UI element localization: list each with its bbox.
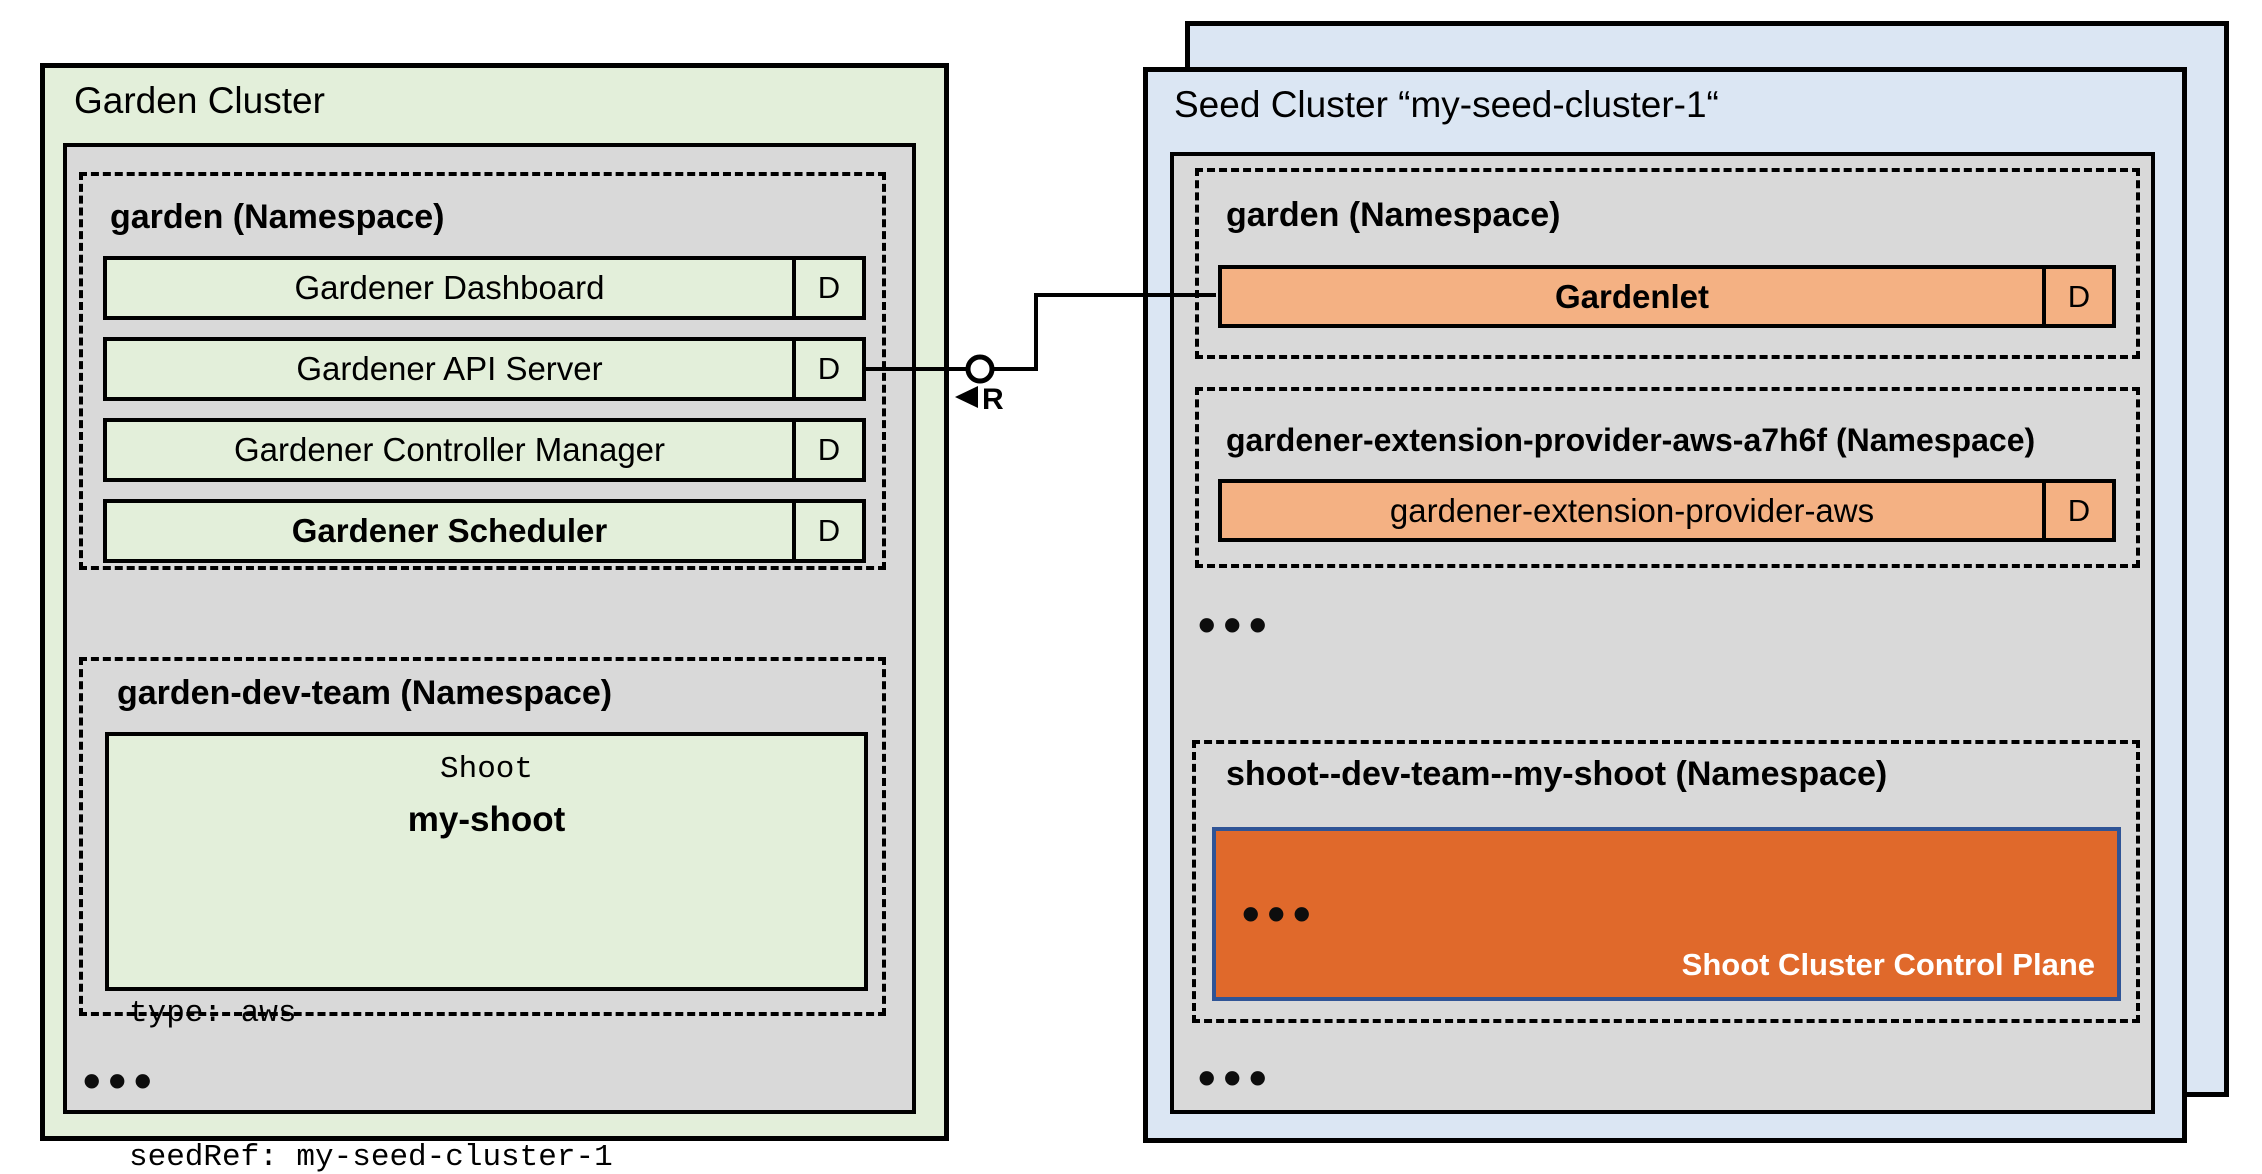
shoot-namespace-box xyxy=(1192,740,2140,1023)
shoot-spec-type-line: type: aws xyxy=(129,996,297,1031)
deployment-badge: D xyxy=(2042,265,2116,328)
shoot-resource-box: Shoot my-shoot type: aws seedRef: my-see… xyxy=(105,732,868,1174)
seed-cluster-more-indicator: ••• xyxy=(1198,1050,1275,1106)
seed-namespaces-more-indicator: ••• xyxy=(1198,597,1275,653)
component-label-box: gardener-extension-provider-aws xyxy=(1218,479,2046,542)
deployment-badge-label: D xyxy=(817,432,841,467)
watch-direction-arrow-icon xyxy=(955,386,978,408)
shoot-spec-seedref-line: seedRef: my-seed-cluster-1 xyxy=(129,1140,613,1174)
component-label-box: Gardener Scheduler xyxy=(103,499,796,563)
component-row-gardener-extension-provider-aws: gardener-extension-provider-aws D xyxy=(1218,479,2116,542)
shoot-namespace-title: shoot--dev-team--my-shoot (Namespace) xyxy=(1226,755,1888,793)
component-row-gardener-dashboard: Gardener Dashboard D xyxy=(103,256,866,320)
deployment-badge: D xyxy=(792,418,866,482)
seed-cluster-title: Seed Cluster “my-seed-cluster-1“ xyxy=(1174,84,1719,125)
shoot-resource-spec: type: aws seedRef: my-seed-cluster-1 xyxy=(129,894,613,1174)
watch-connector-circle xyxy=(965,354,995,384)
component-label-box: Gardener API Server xyxy=(103,337,796,401)
deployment-badge-label: D xyxy=(817,513,841,548)
component-label-box: Gardener Dashboard xyxy=(103,256,796,320)
component-row-gardenlet: Gardenlet D xyxy=(1218,265,2116,328)
garden-cluster-more-indicator: ••• xyxy=(83,1053,160,1109)
deployment-badge: D xyxy=(792,499,866,563)
seed-garden-namespace-title: garden (Namespace) xyxy=(1226,196,1561,234)
extension-provider-namespace-box xyxy=(1195,387,2140,568)
left-garden-namespace-box xyxy=(79,172,886,570)
control-plane-label: Shoot Cluster Control Plane xyxy=(1681,947,2095,982)
component-label: Gardenlet xyxy=(1554,277,1710,315)
garden-dev-team-namespace-title: garden-dev-team (Namespace) xyxy=(117,674,613,712)
deployment-badge-label: D xyxy=(2067,278,2091,314)
component-label: Gardener Dashboard xyxy=(294,269,605,306)
shoot-cluster-control-plane-box: ••• Shoot Cluster Control Plane xyxy=(1212,827,2121,1001)
component-row-gardener-api-server: Gardener API Server D xyxy=(103,337,866,401)
component-label-box: Gardenlet xyxy=(1218,265,2046,328)
component-row-gardener-controller-manager: Gardener Controller Manager D xyxy=(103,418,866,482)
control-plane-more-indicator: ••• xyxy=(1242,886,1319,942)
deployment-badge-label: D xyxy=(817,351,841,386)
shoot-resource-kind: Shoot xyxy=(439,752,533,787)
watch-connector-label: R xyxy=(982,383,1004,416)
deployment-badge-label: D xyxy=(817,270,841,305)
component-label-box: Gardener Controller Manager xyxy=(103,418,796,482)
component-label: Gardener API Server xyxy=(296,350,603,387)
component-row-gardener-scheduler: Gardener Scheduler D xyxy=(103,499,866,563)
component-label: Gardener Scheduler xyxy=(291,512,608,549)
deployment-badge: D xyxy=(792,337,866,401)
component-label: Gardener Controller Manager xyxy=(233,431,666,468)
extension-provider-namespace-title: gardener-extension-provider-aws-a7h6f (N… xyxy=(1226,422,2036,458)
shoot-resource-name: my-shoot xyxy=(407,800,566,839)
deployment-badge: D xyxy=(792,256,866,320)
component-label: gardener-extension-provider-aws xyxy=(1389,491,1875,529)
garden-cluster-title: Garden Cluster xyxy=(74,80,325,121)
seed-garden-namespace-box xyxy=(1195,168,2140,359)
deployment-badge-label: D xyxy=(2067,492,2091,528)
deployment-badge: D xyxy=(2042,479,2116,542)
garden-dev-team-namespace-box xyxy=(79,657,886,1016)
left-garden-namespace-title: garden (Namespace) xyxy=(110,198,445,236)
